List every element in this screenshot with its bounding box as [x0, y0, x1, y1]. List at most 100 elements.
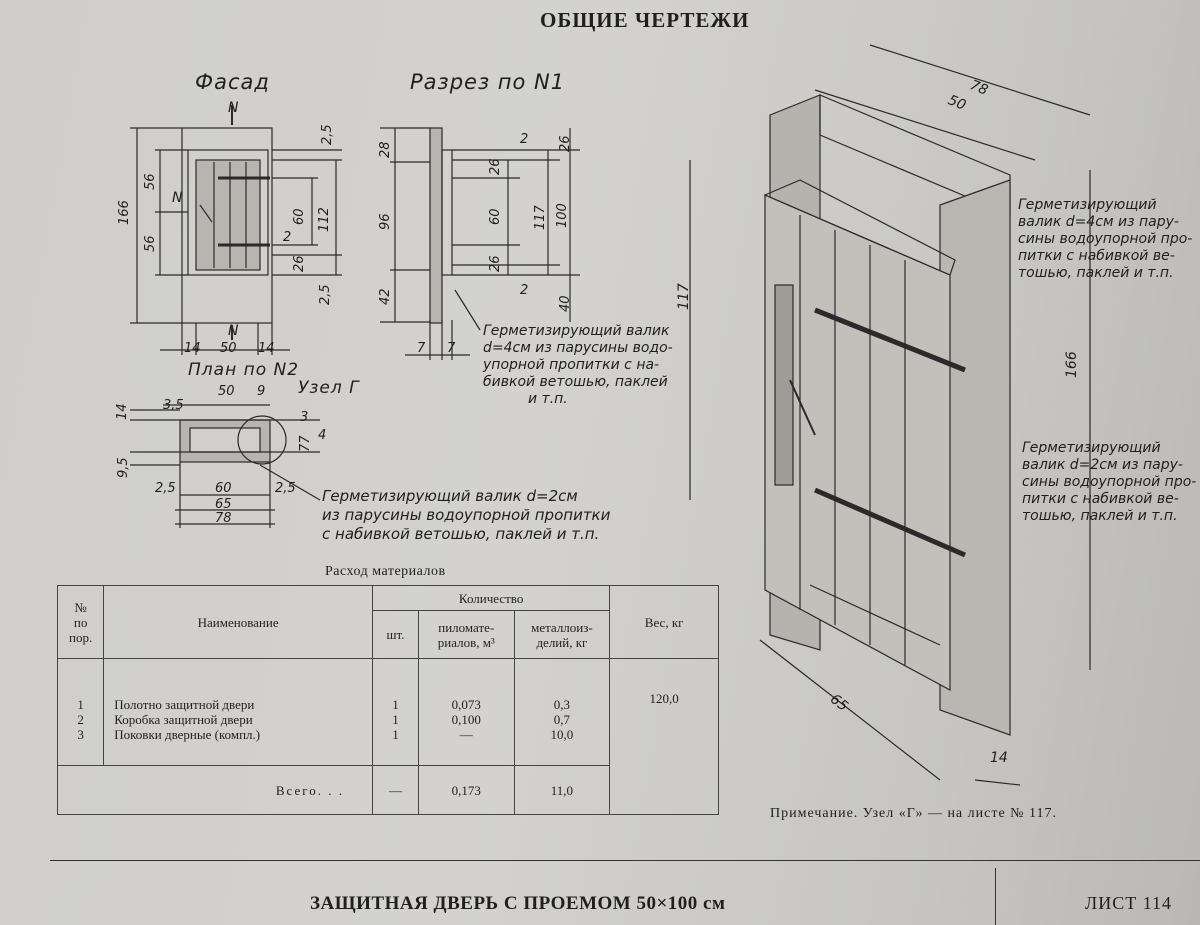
dim-facade-26: 26 — [292, 255, 307, 272]
section-seal-note: Герметизирующий валик d=4см из парусины … — [483, 323, 673, 408]
dim-section-28: 28 — [378, 141, 393, 158]
plan-note-line: из парусины водоупорной пропитки — [322, 506, 611, 524]
row-name: Поковки дверные (компл.) — [114, 726, 261, 742]
iso-note-top-line: сины водоупорной про- — [1018, 231, 1193, 247]
dim-facade-112: 112 — [317, 207, 332, 232]
iso-note-bottom-line: валик d=2см из пару- — [1022, 457, 1183, 473]
dim-plan-9-5: 9,5 — [116, 457, 131, 478]
header-weight: Вес, кг — [609, 585, 719, 659]
facade-label: Фасад — [195, 70, 270, 94]
dim-plan-2-5b: 2,5 — [275, 481, 296, 496]
section-mark-side: N — [172, 190, 183, 206]
dim-section-42: 42 — [378, 288, 393, 305]
dim-section-100: 100 — [555, 203, 570, 228]
section-note-line: упорной пропитки с на- — [483, 357, 660, 373]
rows-name: Полотно защитной двери Коробка защитной … — [103, 658, 373, 766]
sheet-number: ЛИСТ 114 — [1085, 893, 1173, 913]
dim-iso-166: 166 — [1064, 351, 1080, 378]
plan-note-line: Герметизирующий валик d=2см — [322, 487, 578, 505]
dim-facade-56b: 56 — [143, 235, 158, 252]
header-lumber-line: пиломате- — [438, 619, 495, 635]
header-name: Наименование — [103, 585, 373, 659]
dim-section-2b: 2 — [520, 283, 529, 298]
iso-note-top-line: Герметизирующий — [1018, 197, 1157, 213]
dim-section-26c: 26 — [558, 135, 573, 152]
dim-facade-2: 2 — [283, 230, 292, 245]
row-num: 1 — [77, 696, 84, 712]
dim-facade-60: 60 — [292, 208, 307, 225]
iso-note-top-line: питки с набивкой ве- — [1018, 248, 1175, 264]
section-label: Разрез по N1 — [410, 70, 566, 94]
iso-note-bottom-line: сины водоупорной про- — [1022, 474, 1197, 490]
node-label: Узел Г — [298, 378, 360, 398]
rows-num: 1 2 3 — [56, 658, 105, 766]
section-note-line: бивкой ветошью, паклей — [483, 374, 668, 390]
dim-plan-2-5a: 2,5 — [155, 481, 176, 496]
rows-pcs: 1 1 1 — [371, 658, 420, 766]
dim-plan-60: 60 — [215, 481, 232, 496]
rows-lumber: 0,073 0,100 — — [418, 658, 515, 766]
iso-note-bottom-line: тошью, паклей и т.п. — [1022, 508, 1178, 524]
row-name: Полотно защитной двери — [114, 696, 255, 712]
header-num-line: № — [74, 599, 87, 615]
total-label: Всего. . . — [57, 765, 373, 815]
dim-facade-56a: 56 — [143, 173, 158, 190]
row-name: Коробка защитной двери — [114, 711, 253, 727]
plan-label: План по N2 — [188, 360, 300, 380]
dim-section-60: 60 — [488, 208, 503, 225]
row-lumber: 0,073 — [451, 696, 481, 712]
total-metal: 11,0 — [513, 765, 611, 815]
materials-title: Расход материалов — [325, 564, 446, 579]
section-mark-bottom: N — [228, 323, 239, 339]
iso-note-top-line: тошью, паклей и т.п. — [1018, 265, 1174, 281]
iso-seal-note-top: Герметизирующий валик d=4см из пару- син… — [1018, 197, 1192, 282]
dim-section-26b: 26 — [488, 255, 503, 272]
row-pcs: 1 — [392, 696, 399, 712]
dim-facade-w14b: 14 — [258, 341, 275, 356]
header-num-line: пор. — [69, 629, 93, 645]
dim-iso-117: 117 — [676, 283, 692, 310]
iso-seal-note-bottom: Герметизирующий валик d=2см из пару- син… — [1022, 440, 1196, 525]
dim-plan-9: 9 — [257, 384, 266, 399]
dim-plan-50: 50 — [218, 384, 235, 399]
dim-plan-7-7: 77 — [298, 435, 313, 452]
iso-note-top-line: валик d=4см из пару- — [1018, 214, 1179, 230]
plan-note-line: с набивкой ветошью, паклей и т.п. — [322, 525, 600, 543]
row-num: 3 — [77, 726, 84, 742]
row-pcs: 1 — [392, 726, 399, 742]
total-lumber: 0,173 — [418, 765, 515, 815]
header-lumber-line: риалов, м³ — [437, 634, 495, 650]
header-num: № по пор. — [56, 585, 105, 659]
weight-value: 120,0 — [609, 658, 719, 815]
dim-facade-w50: 50 — [220, 341, 237, 356]
row-metal: 10,0 — [550, 726, 574, 742]
header-lumber: пиломате- риалов, м³ — [418, 610, 515, 659]
dim-section-2a: 2 — [520, 132, 529, 147]
section-note-line: и т.п. — [528, 391, 568, 407]
row-lumber: — — [459, 726, 473, 742]
dim-plan-3-5: 3,5 — [163, 398, 184, 413]
header-qty: Количество — [371, 585, 611, 611]
dim-plan-3: 3 — [300, 410, 309, 425]
dim-facade-height: 166 — [117, 200, 132, 225]
plan-seal-note: Герметизирующий валик d=2см из парусины … — [322, 487, 610, 544]
iso-note-bottom-line: Герметизирующий — [1022, 440, 1161, 456]
dim-section-26a: 26 — [488, 158, 503, 175]
total-pcs: — — [371, 765, 420, 815]
page-title: ОБЩИЕ ЧЕРТЕЖИ — [540, 8, 750, 32]
dim-facade-bottom: 2,5 — [318, 284, 333, 305]
header-metal: металлоиз- делий, кг — [513, 610, 611, 659]
facade-frame — [181, 127, 273, 324]
dim-plan-14: 14 — [115, 403, 130, 420]
row-pcs: 1 — [392, 711, 399, 727]
row-metal: 0,3 — [553, 696, 571, 712]
rows-metal: 0,3 0,7 10,0 — [513, 658, 611, 766]
dim-section-7b: 7 — [447, 341, 456, 356]
row-num: 2 — [77, 711, 84, 727]
header-metal-line: делий, кг — [536, 634, 588, 650]
header-metal-line: металлоиз- — [531, 619, 593, 635]
divider — [50, 860, 1200, 861]
materials-table: № по пор. Наименование Количество Вес, к… — [56, 585, 719, 815]
dim-facade-w14a: 14 — [184, 341, 201, 356]
